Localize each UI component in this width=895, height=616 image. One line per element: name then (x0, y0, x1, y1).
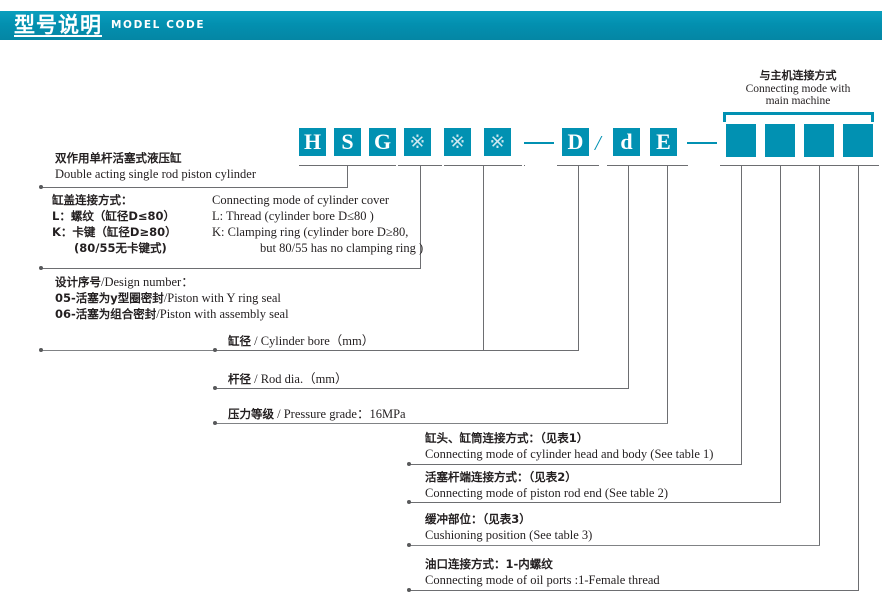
callout-bore-cn: 缸径 (228, 334, 251, 348)
code-box-s[interactable]: S (334, 128, 361, 156)
leader-v-empty-3 (819, 165, 820, 545)
code-box-d-lower[interactable]: d (613, 128, 640, 156)
callout-cushion: 缓冲部位：（见表3） Cushioning position (See tabl… (425, 511, 592, 543)
callout-design-line2: 05-活塞为y型圈密封/Piston with Y ring seal (55, 290, 289, 306)
callout-cushion-en: Cushioning position (See table 3) (425, 528, 593, 542)
callout-rod-en: / Rod dia.（mm） (251, 372, 348, 386)
code-box-star-2[interactable]: ※ (444, 128, 471, 156)
leader-h-oil-port (409, 590, 859, 591)
leader-v-d-lower (628, 165, 629, 389)
leader-h-head-body (409, 464, 742, 465)
leader-h-product (41, 187, 348, 188)
callout-cylinder-cover: 缸盖连接方式： Connecting mode of cylinder cove… (52, 192, 590, 256)
callout-product-cn: 双作用单杆活塞式液压缸 (55, 151, 182, 165)
bracket-title: 与主机连接方式 Connecting mode with main machin… (718, 69, 878, 108)
leader-v-empty-4 (858, 165, 859, 590)
callout-product-en: Double acting single rod piston cylinder (55, 167, 257, 181)
leader-v-star1 (420, 165, 421, 269)
code-box-star-3[interactable]: ※ (484, 128, 511, 156)
callout-head-body-cn: 缸头、缸筒连接方式：（见表1） (425, 431, 589, 445)
callout-rod-dia: 杆径 / Rod dia.（mm） (228, 371, 348, 387)
empty-code-box-2[interactable] (765, 124, 795, 157)
tee-star3 (524, 165, 525, 166)
page-title-cn: 型号说明 (14, 13, 102, 37)
callout-rod-end-cn: 活塞杆端连接方式：（见表2） (425, 470, 577, 484)
callout-cover-l-en: L: Thread (cylinder bore D≤80 ) (212, 209, 374, 223)
leader-dot-rod-end (407, 500, 411, 504)
code-dash-right (687, 142, 717, 144)
leader-v-e (667, 165, 668, 423)
leader-v-star2 (483, 165, 484, 351)
leader-dot-product (39, 185, 43, 189)
bracket-title-en-line1: Connecting mode with (745, 82, 851, 95)
leader-h-bore (215, 350, 579, 351)
leader-v-empty-2 (780, 165, 781, 502)
leader-dot-cover (39, 266, 43, 270)
code-box-g[interactable]: G (369, 128, 396, 156)
callout-cover-title-cn: 缸盖连接方式： (52, 193, 133, 207)
callout-product: 双作用单杆活塞式液压缸 Double acting single rod pis… (55, 150, 256, 182)
callout-bore-en: / Cylinder bore（mm） (251, 334, 375, 348)
callout-rod-cn: 杆径 (228, 372, 251, 386)
leader-dot-oil-port (407, 588, 411, 592)
leader-dot-design (39, 348, 43, 352)
code-separator-slash: / (595, 131, 601, 155)
callout-cover-k2-cn: (80/55无卡键式) (74, 241, 167, 255)
callout-cover-k-en: K: Clamping ring (cylinder bore D≥80, (212, 225, 409, 239)
callout-rod-end: 活塞杆端连接方式：（见表2） Connecting mode of piston… (425, 469, 668, 501)
code-box-d-upper[interactable]: D (562, 128, 589, 156)
callout-design-line3-en: /Piston with assembly seal (156, 307, 289, 321)
leader-dot-bore (213, 348, 217, 352)
callout-cylinder-bore: 缸径 / Cylinder bore（mm） (228, 333, 374, 349)
leader-h-cushion (409, 545, 820, 547)
callout-oil-port-cn: 油口连接方式：1-内螺纹 (425, 557, 553, 571)
code-dash-left (524, 142, 554, 144)
page-title-en: MODEL CODE (111, 19, 206, 31)
callout-pressure-cn: 压力等级 (228, 407, 274, 421)
leader-v-d-upper (578, 165, 579, 351)
callout-design-line1-en: /Design number： (101, 275, 194, 289)
callout-cover-l-cn: L：螺纹（缸径D≤80） (52, 209, 176, 223)
bracket-title-cn: 与主机连接方式 (759, 69, 837, 82)
header: 型号说明 MODEL CODE (0, 11, 882, 40)
callout-cover-title-en: Connecting mode of cylinder cover (212, 193, 390, 207)
main-machine-bracket (723, 112, 874, 122)
leader-dot-rod (213, 386, 217, 390)
callout-head-body: 缸头、缸筒连接方式：（见表1） Connecting mode of cylin… (425, 430, 713, 462)
code-box-star-1[interactable]: ※ (404, 128, 431, 156)
leader-v-empty-1 (741, 165, 742, 465)
callout-design-line3-cn: 06-活塞为组合密封 (55, 307, 157, 321)
leader-dot-pressure (213, 421, 217, 425)
code-box-e[interactable]: E (650, 128, 677, 156)
leader-dot-cushion (407, 543, 411, 547)
callout-design-number: 设计序号/Design number： 05-活塞为y型圈密封/Piston w… (55, 274, 289, 322)
header-bar (0, 11, 882, 40)
leader-dot-head-body (407, 462, 411, 466)
empty-code-box-3[interactable] (804, 124, 834, 157)
callout-oil-port-en: Connecting mode of oil ports :1-Female t… (425, 573, 660, 587)
callout-pressure-grade: 压力等级 / Pressure grade：16MPa (228, 406, 406, 422)
empty-code-box-1[interactable] (726, 124, 756, 157)
callout-pressure-en: / Pressure grade：16MPa (274, 407, 406, 421)
callout-design-line2-en: /Piston with Y ring seal (163, 291, 281, 305)
leader-h-cover (41, 268, 421, 269)
leader-h-rod (215, 388, 629, 389)
empty-code-box-4[interactable] (843, 124, 873, 157)
callout-cover-k2-en: but 80/55 has no clamping ring ) (260, 241, 424, 255)
callout-head-body-en: Connecting mode of cylinder head and bod… (425, 447, 714, 461)
callout-oil-port: 油口连接方式：1-内螺纹 Connecting mode of oil port… (425, 556, 660, 588)
callout-rod-end-en: Connecting mode of piston rod end (See t… (425, 486, 668, 500)
callout-cover-k-cn: K：卡键（缸径D≥80） (52, 225, 177, 239)
leader-h-rod-end (409, 502, 781, 503)
callout-design-line1: 设计序号/Design number： (55, 274, 289, 290)
callout-design-line1-cn: 设计序号 (55, 275, 101, 289)
callout-cushion-cn: 缓冲部位：（见表3） (425, 512, 531, 526)
callout-design-line2-cn: 05-活塞为y型圈密封 (55, 291, 164, 305)
leader-h-pressure (215, 423, 668, 425)
leader-v-hsg (347, 165, 348, 188)
bracket-title-en-line2: main machine (765, 95, 831, 107)
code-box-h[interactable]: H (299, 128, 326, 156)
callout-design-line3: 06-活塞为组合密封/Piston with assembly seal (55, 306, 289, 322)
